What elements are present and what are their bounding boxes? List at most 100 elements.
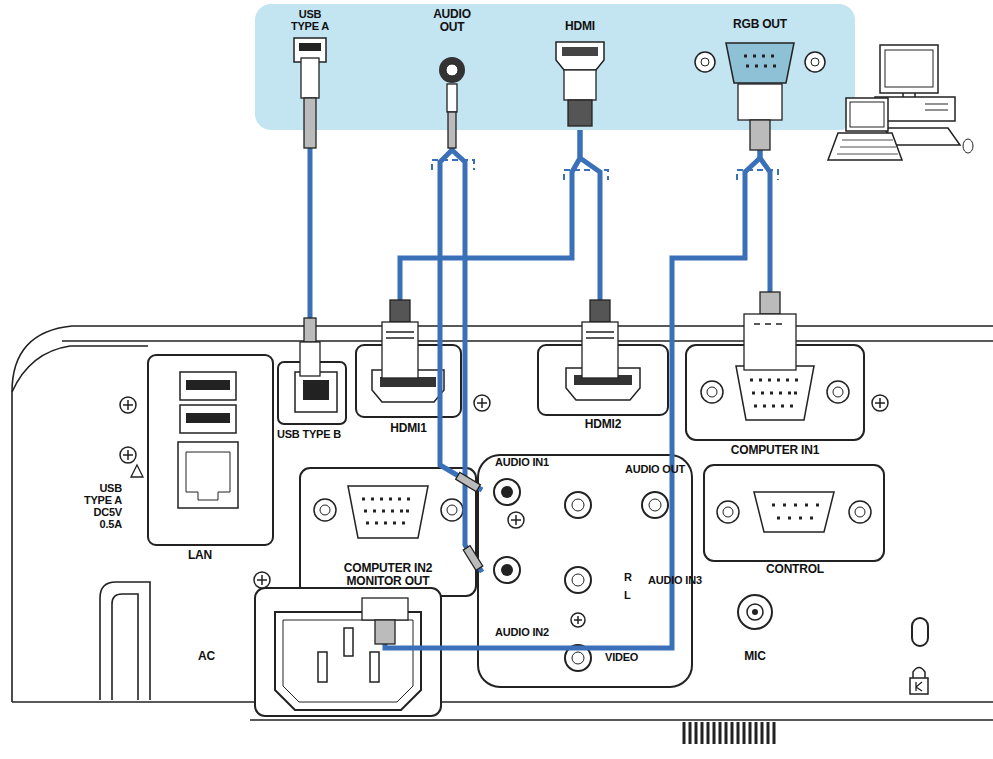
d-sub-shell — [726, 43, 794, 83]
strain-relief — [448, 112, 456, 148]
strain-relief — [304, 318, 316, 342]
highlight-band — [255, 4, 855, 130]
port-label: COMPUTER IN1 — [686, 444, 864, 457]
laptop-keys — [837, 140, 898, 154]
drive-slots — [925, 104, 948, 110]
panel-frame — [300, 468, 476, 596]
audio-plug — [463, 546, 483, 571]
computer-in2-socket — [300, 468, 476, 596]
panel-label: MIC — [735, 650, 775, 663]
screw-post — [695, 52, 715, 72]
jack-ring — [642, 492, 668, 518]
hdmi-plug — [564, 70, 596, 100]
socket-shell — [295, 372, 337, 412]
side-hook — [100, 582, 150, 700]
strain-relief — [304, 98, 316, 148]
plug-grip — [586, 332, 614, 338]
warning-triangle — [131, 465, 143, 477]
usb-a-tongue — [186, 380, 230, 390]
jack-hole — [572, 499, 584, 511]
plug-grip — [386, 332, 414, 338]
port-label: HDMI2 — [538, 418, 668, 431]
screw-hole — [833, 387, 843, 397]
usb-a-tongue — [186, 413, 230, 423]
cable — [400, 130, 580, 348]
port-label: HDMI1 — [356, 422, 461, 435]
body-bottom — [12, 701, 993, 703]
slot — [912, 618, 928, 646]
split-brackets — [432, 160, 778, 180]
panel-label: LAN — [170, 549, 230, 562]
screw-hole — [701, 58, 709, 66]
lock-shackle — [913, 668, 925, 679]
screw-post — [827, 381, 849, 403]
panel-label: AC — [198, 650, 238, 663]
screw-hole — [707, 387, 717, 397]
screw-post — [805, 52, 825, 72]
body-edge — [12, 346, 148, 392]
jack-hole — [747, 604, 763, 620]
jack-hole — [501, 486, 513, 498]
rgb-socket — [695, 43, 825, 83]
screw-slots — [123, 398, 885, 624]
laptop-base — [828, 133, 902, 160]
audio-plug — [456, 472, 481, 491]
monitor-screen — [885, 50, 933, 87]
panel-frame — [148, 355, 273, 545]
cable — [385, 100, 760, 648]
lan-usb-panel — [131, 355, 273, 545]
monitor — [880, 45, 938, 93]
lan-port — [178, 442, 238, 508]
lock-body — [910, 678, 928, 694]
jack-hole — [501, 564, 513, 576]
port-label: USB TYPE B — [264, 428, 354, 440]
body-edge — [62, 340, 993, 342]
screw-hole — [447, 505, 457, 515]
screw-hole — [723, 507, 733, 517]
strain-relief — [375, 620, 395, 644]
security-slot — [910, 618, 928, 694]
control-socket — [704, 465, 884, 561]
ac-inlet — [255, 588, 441, 716]
jack-hole — [572, 574, 584, 586]
screw-post — [701, 381, 723, 403]
screw-hole — [320, 505, 330, 515]
jack-hole — [446, 64, 458, 76]
screw-post — [314, 499, 336, 521]
jack-ring — [439, 57, 465, 83]
hdmi-socket — [556, 42, 604, 70]
jack-ring — [494, 557, 520, 583]
jack-ring — [738, 595, 772, 629]
strain-relief — [568, 100, 592, 126]
screw-post — [441, 499, 463, 521]
vga-plug — [738, 84, 782, 120]
mouse — [963, 139, 973, 153]
jack-hole — [649, 499, 661, 511]
inlet-pin — [344, 628, 353, 656]
lan-jack — [186, 452, 230, 500]
panel-frame — [255, 588, 441, 716]
usb-a-port — [180, 372, 236, 400]
laptop-display — [850, 102, 884, 127]
inlet-shell — [275, 612, 421, 710]
screw-heads — [120, 395, 888, 627]
computer-icon — [828, 45, 973, 160]
projector-body — [12, 326, 993, 744]
audio-panel — [478, 455, 692, 687]
d-sub-shell — [348, 486, 428, 538]
screw-hole — [855, 507, 865, 517]
panel-frame — [704, 465, 884, 561]
strain-relief — [750, 120, 770, 150]
screw-post — [717, 501, 739, 523]
jack-ring — [494, 479, 520, 505]
vga-plug — [362, 598, 408, 620]
pins — [750, 380, 798, 406]
d-sub-shell — [754, 492, 834, 532]
lock-mark — [916, 682, 922, 691]
laptop-screen — [846, 98, 888, 131]
hdmi-plug — [582, 322, 618, 378]
strain-relief — [390, 300, 410, 322]
usb-b-plug — [300, 342, 320, 376]
